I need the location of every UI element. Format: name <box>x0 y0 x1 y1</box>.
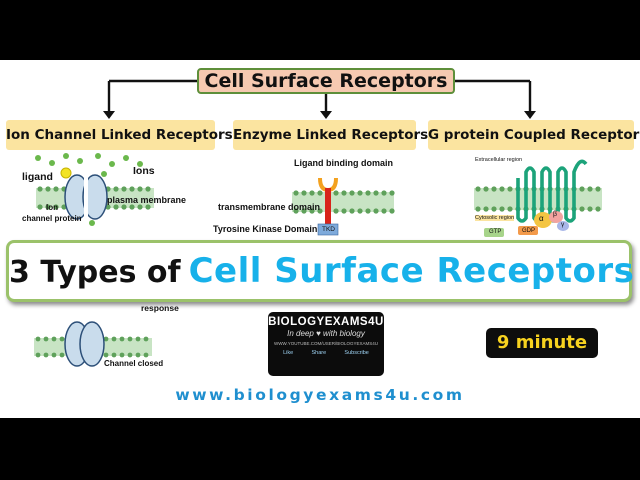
ion-channel-protein-closed <box>64 321 105 367</box>
logo-tagline: In deep ♥ with biology <box>287 329 365 338</box>
category-g-protein-coupled: G protein Coupled Receptors <box>428 120 640 150</box>
g-protein-subunits <box>484 211 569 237</box>
thumbnail-canvas: Cell Surface Receptors Ion Channel Linke… <box>0 60 640 418</box>
subscribe-label: Subscribe <box>344 350 369 356</box>
category-ion-channel: Ion Channel Linked Receptors <box>6 120 233 150</box>
enzyme-receptor <box>317 177 339 236</box>
enzyme-membrane <box>292 190 395 214</box>
extracellular-region-label: Extracellular region <box>475 157 523 163</box>
website-link[interactable]: www.biologyexams4u.com <box>175 386 465 404</box>
like-label: Like <box>283 350 294 356</box>
response-label: response <box>141 303 179 313</box>
logo-brand: BIOLOGYEXAMS4U <box>268 316 384 328</box>
gamma-label: γ <box>561 221 565 228</box>
category-enzyme-linked: Enzyme Linked Receptors <box>233 120 428 150</box>
ion-channel-protein-label-2: channel protein <box>22 214 82 223</box>
cytosolic-region-label: Cytosolic region <box>475 215 515 221</box>
gtp-label: GTP <box>489 229 502 235</box>
ion-channel-protein-open <box>64 174 108 220</box>
ion-channel-protein-label-1: Ion <box>46 203 58 212</box>
ions-label: Ions <box>133 165 155 177</box>
ligand-dot <box>60 167 72 179</box>
share-label: Share <box>311 350 327 356</box>
plasma-membrane-label: plasma membrane <box>107 195 187 205</box>
beta-label: β <box>553 211 558 218</box>
ligand-binding-domain-label: Ligand binding domain <box>294 158 393 168</box>
connector-arrows <box>107 79 532 112</box>
alpha-label: α <box>539 214 544 223</box>
logo-url: WWW.YOUTUBE.COM/USER/BIOLOGYEXAMS4U <box>273 341 378 346</box>
gpcr-membrane <box>474 186 602 212</box>
channel-logo: BIOLOGYEXAMS4U In deep ♥ with biology WW… <box>268 312 384 376</box>
arrow-heads <box>103 111 536 119</box>
tyrosine-kinase-domain-label: Tyrosine Kinase Domain <box>213 224 318 234</box>
ligand-label: ligand <box>22 171 53 183</box>
tkd-label: TKD <box>322 226 335 233</box>
duration-badge: 9 minute <box>486 328 598 358</box>
headline-prefix: 3 Types of <box>9 255 181 290</box>
ion-particles <box>35 153 143 226</box>
headline-highlight: Cell Surface Receptors <box>188 251 635 291</box>
channel-closed-label: Channel closed <box>104 359 164 368</box>
diagram-graphics <box>34 79 602 367</box>
gdp-label: GDP <box>522 228 536 234</box>
transmembrane-domain-label: transmembrane domain <box>218 202 321 212</box>
gpcr-receptor-helix <box>516 159 588 223</box>
page-title: Cell Surface Receptors <box>197 68 455 94</box>
